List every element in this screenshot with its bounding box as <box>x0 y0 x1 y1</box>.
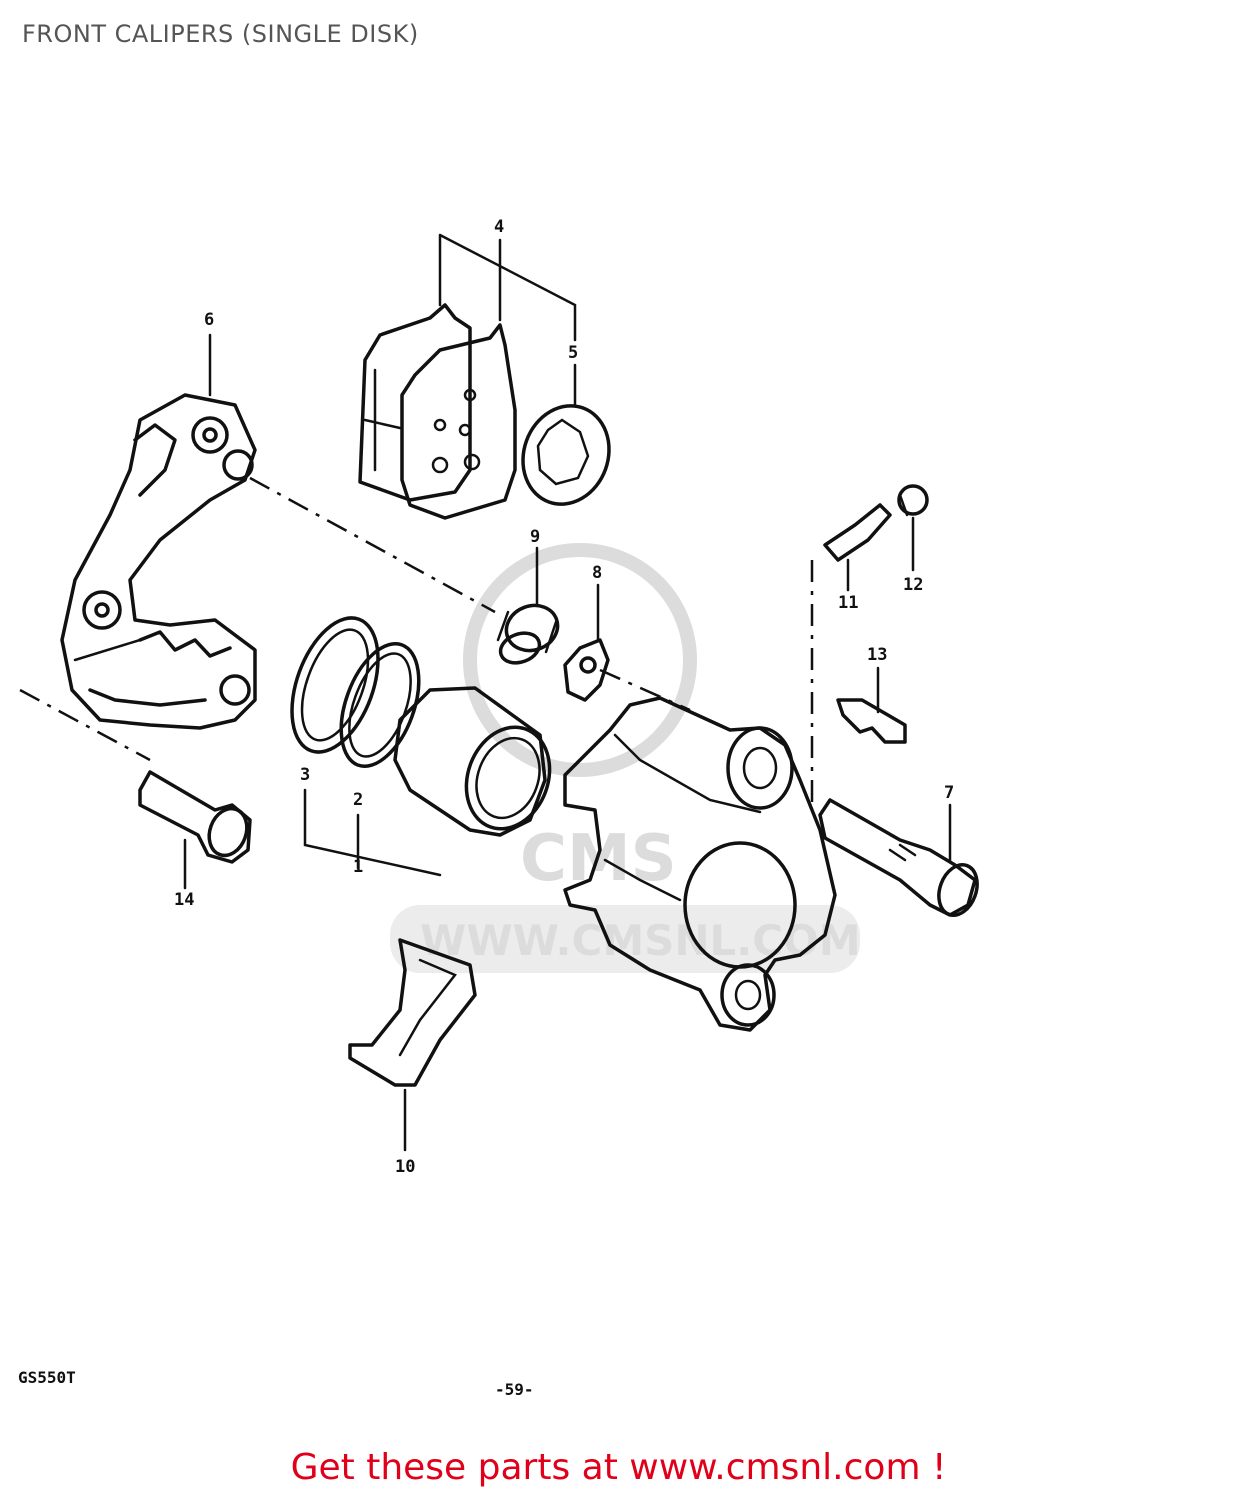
callout-1: 1 <box>353 857 363 877</box>
part-9-dust-seal <box>496 603 560 665</box>
leader-lines <box>183 233 952 1152</box>
model-code: GS550T <box>18 1368 76 1387</box>
page-title: FRONT CALIPERS (SINGLE DISK) <box>22 20 419 48</box>
part-2-piston-seal <box>339 641 421 769</box>
page-number: -59- <box>495 1380 534 1399</box>
part-1-piston <box>393 686 552 837</box>
part-10-pad-spring <box>348 938 477 1087</box>
callout-10: 10 <box>395 1157 415 1177</box>
promo-link[interactable]: Get these parts at www.cmsnl.com ! <box>290 1447 947 1488</box>
assembly-lines <box>19 476 814 810</box>
part-4-brake-pad-inner <box>400 323 517 520</box>
callout-9: 9 <box>530 527 540 547</box>
callout-4: 4 <box>494 217 504 237</box>
part-3-dust-seal <box>290 616 380 754</box>
part-12-bleeder-cap <box>897 484 929 517</box>
callout-7: 7 <box>944 783 954 803</box>
part-5-pad-shim <box>521 404 611 506</box>
callout-6: 6 <box>204 310 214 330</box>
watermark-banner <box>390 905 860 973</box>
part-11-bleeder-valve <box>823 503 892 562</box>
callout-3: 3 <box>300 765 310 785</box>
caliper-body <box>563 696 837 1032</box>
callout-5: 5 <box>568 343 578 363</box>
part-7-bolt <box>818 798 979 917</box>
part-4-brake-pad-outer <box>358 303 472 502</box>
callout-labels: 1 2 3 4 5 6 7 8 9 10 11 12 13 14 <box>174 217 954 1177</box>
part-13-pad-clip <box>836 698 907 744</box>
callout-11: 11 <box>838 593 858 613</box>
callout-12: 12 <box>903 575 923 595</box>
callout-13: 13 <box>867 645 887 665</box>
callout-14: 14 <box>174 890 194 910</box>
part-6-caliper-bracket <box>60 393 257 730</box>
watermark-logo-ring <box>463 543 697 777</box>
part-14-bolt <box>138 770 252 864</box>
callout-2: 2 <box>353 790 363 810</box>
callout-8: 8 <box>592 563 602 583</box>
